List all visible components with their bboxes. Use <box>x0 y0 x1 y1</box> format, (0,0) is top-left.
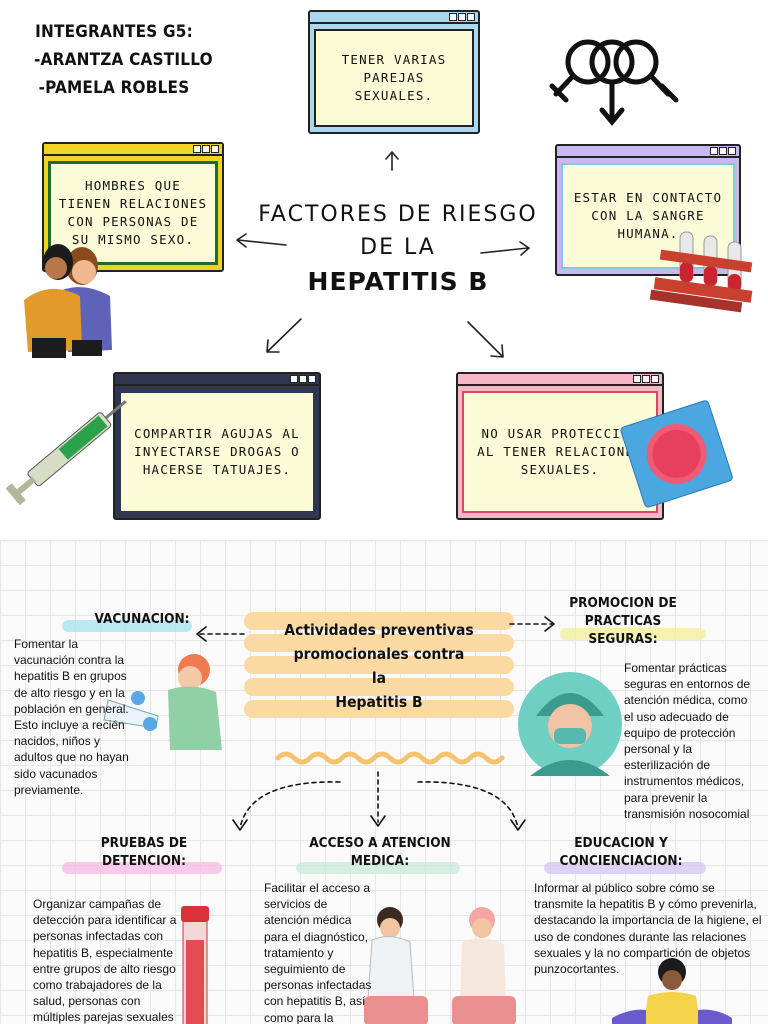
pruebas-heading: PRUEBAS DE DETENCION: <box>100 835 188 869</box>
risk-text: COMPARTIR AGUJAS AL INYECTARSE DROGAS O … <box>134 426 300 477</box>
team-heading: INTEGRANTES G5: <box>35 22 193 42</box>
preventive-title-l2: promocionales contra <box>293 645 465 663</box>
risk-window-multiple-partners: TENER VARIAS PAREJAS SEXUALES. <box>308 10 480 134</box>
promocion-heading: PROMOCION DE PRACTICAS SEGURAS: <box>569 595 677 647</box>
condom-packet-icon <box>620 400 733 508</box>
pruebas-text: Organizar campañas de detección para ide… <box>33 897 177 1024</box>
arrow-down-right-icon <box>467 321 503 357</box>
risk-window-msm: HOMBRES QUE TIENEN RELACIONES CON PERSON… <box>42 142 224 272</box>
vacunacion-heading: VACUNACION: <box>94 611 190 627</box>
team-member-1: -ARANTZA CASTILLO <box>34 50 213 70</box>
arrow-to-pruebas-icon <box>239 781 341 829</box>
educacion-text: Informar al público sobre cómo se transm… <box>534 881 762 977</box>
couple-illustration-icon <box>24 244 112 358</box>
risk-window-needles: COMPARTIR AGUJAS AL INYECTARSE DROGAS O … <box>113 372 321 520</box>
vaccination-illustration-icon <box>103 654 222 750</box>
preventive-activities-section: Actividades preventivas promocionales co… <box>0 540 768 1024</box>
risk-text: ESTAR EN CONTACTO CON LA SANGRE HUMANA. <box>573 190 723 241</box>
preventive-title-l3: la <box>371 669 387 687</box>
speaker-illustration-icon <box>612 958 732 1024</box>
risk-factors-section: INTEGRANTES G5: -ARANTZA CASTILLO -PAMEL… <box>5 10 753 520</box>
arrow-right-icon <box>480 247 529 254</box>
gender-symbols-icon <box>549 39 679 126</box>
title-line-3: HEPATITIS B <box>307 267 489 296</box>
team-members: INTEGRANTES G5: -ARANTZA CASTILLO -PAMEL… <box>34 18 213 102</box>
doctor-patient-illustration-icon <box>364 907 516 1024</box>
title-line-1: FACTORES DE RIESGO <box>258 202 538 227</box>
connector-arrows <box>5 39 753 508</box>
title-line-2: DE LA <box>360 235 436 260</box>
risk-window-blood-contact: ESTAR EN CONTACTO CON LA SANGRE HUMANA. <box>555 144 741 276</box>
arrow-down-left-icon <box>267 318 302 352</box>
risk-text: HOMBRES QUE TIENEN RELACIONES CON PERSON… <box>58 178 208 247</box>
masked-doctor-icon <box>518 672 622 776</box>
preventive-title-l1: Actividades preventivas <box>284 621 474 639</box>
vacunacion-text: Fomentar la vacunación contra la hepatit… <box>14 637 129 797</box>
flow-connectors <box>103 616 732 1024</box>
risk-text: TENER VARIAS PAREJAS SEXUALES. <box>341 52 447 103</box>
syringe-icon <box>5 400 127 506</box>
risk-text: NO USAR PROTECCIÓN AL TENER RELACIONES S… <box>477 426 643 477</box>
acceso-heading: ACCESO A ATENCION MEDICA: <box>309 835 451 869</box>
arrow-left-icon <box>237 239 287 246</box>
promocion-text: Fomentar prácticas seguras en entornos d… <box>624 661 751 821</box>
arrow-to-educacion-icon <box>417 781 519 829</box>
team-member-2: -PAMELA ROBLES <box>38 78 190 98</box>
preventive-title-l4: Hepatitis B <box>335 693 423 711</box>
wavy-divider-icon <box>275 751 505 765</box>
educacion-heading: EDUCACION Y CONCIENCIACION: <box>559 835 683 869</box>
test-tube-icon <box>181 906 209 1024</box>
preventive-title-banner: Actividades preventivas promocionales co… <box>244 612 514 724</box>
blood-tubes-icon <box>649 231 753 313</box>
page-title: FACTORES DE RIESGO DE LA HEPATITIS B <box>250 198 546 300</box>
acceso-text: Facilitar el acceso a servicios de atenc… <box>264 881 372 1024</box>
